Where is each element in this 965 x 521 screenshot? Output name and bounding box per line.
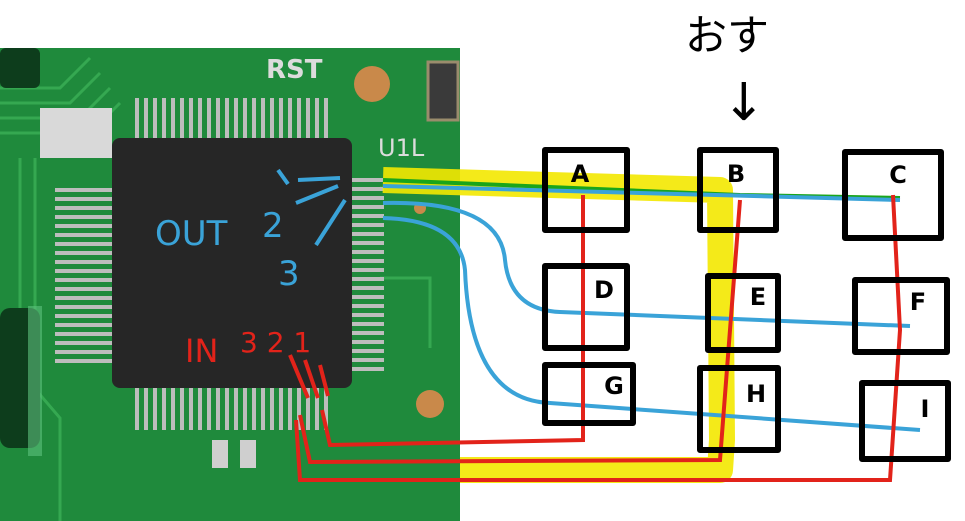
button-box-e[interactable] [705, 273, 781, 353]
in-wire-col1 [320, 195, 585, 448]
white-pad [40, 108, 112, 158]
in-wire-col3 [294, 194, 903, 482]
button-label-e: E [750, 283, 766, 311]
button-label-i: I [921, 395, 930, 423]
out-num-2: 2 [262, 206, 284, 246]
in-wire-col2 [298, 199, 742, 465]
button-box-d[interactable] [542, 263, 630, 351]
rst-pad [354, 66, 390, 102]
button-label-b: B [727, 160, 745, 188]
button-box-a[interactable] [542, 147, 630, 233]
chip-pins-bottom [135, 388, 328, 430]
button-label-d: D [594, 276, 614, 304]
push-label: おす [685, 11, 769, 60]
button-box-b[interactable] [697, 147, 779, 233]
highlight-path [382, 167, 735, 483]
smd-component [426, 60, 460, 122]
silkscreen-u1: U1L [378, 134, 425, 162]
pcb-board: RST U1L [0, 48, 460, 521]
silkscreen-rst: RST [266, 55, 323, 85]
out-wire-row2 [382, 200, 911, 328]
button-label-h: H [746, 380, 766, 408]
button-label-g: G [604, 372, 624, 400]
button-box-c[interactable] [842, 149, 944, 241]
out-label: OUT [155, 214, 228, 254]
in-numbers: 3 2 1 [240, 326, 311, 359]
out-wire-row1 [382, 184, 901, 202]
out-wire-row3 [382, 216, 921, 432]
in-label: IN [185, 332, 218, 370]
via-pad [416, 390, 444, 418]
chip-pins-right [350, 178, 384, 371]
button-label-a: A [571, 160, 590, 188]
button-box-i[interactable] [859, 380, 951, 462]
button-box-f[interactable] [852, 277, 950, 355]
button-box-g[interactable] [542, 362, 636, 426]
button-label-f: F [910, 288, 926, 316]
out-num-3: 3 [278, 254, 300, 294]
microcontroller-chip [112, 138, 352, 388]
button-label-c: C [889, 161, 907, 189]
chip-pins-left [55, 188, 115, 363]
chip-pins-top [135, 98, 328, 138]
button-box-h[interactable] [697, 365, 781, 453]
push-arrow-icon: ↓ [722, 73, 766, 133]
